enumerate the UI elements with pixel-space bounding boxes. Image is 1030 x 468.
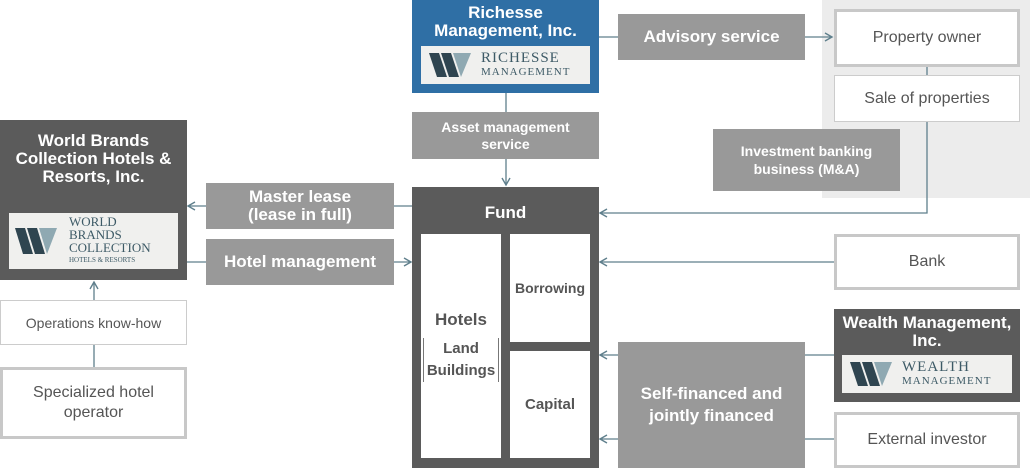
specialized-operator-box: Specialized hotel operator [0, 367, 187, 439]
fund-box: Fund Hotels Land Buildings Borrowing Cap… [412, 187, 599, 468]
wealth-logo-mark [850, 362, 892, 386]
wealth-title: Wealth Management, Inc. [842, 313, 1012, 350]
external-investor-box: External investor [834, 412, 1020, 468]
wealth-management-box: Wealth Management, Inc. WEALTH MANAGEMEN… [834, 309, 1020, 402]
richesse-logo-text-1: RICHESSE [481, 50, 560, 66]
richesse-title: Richesse Management, Inc. [434, 3, 577, 40]
arrow-sale-fund [598, 122, 928, 218]
bank-box: Bank [834, 234, 1020, 290]
asset-management-label: Asset management service [412, 112, 599, 159]
investment-banking-label: Investment banking business (M&A) [713, 129, 900, 191]
world-brands-logo-mark [15, 228, 57, 254]
borrowing-box: Borrowing [510, 234, 590, 342]
sale-of-properties-box: Sale of properties [834, 75, 1020, 122]
master-lease-label: Master lease (lease in full) [206, 183, 394, 229]
world-brands-logo-text-1: WORLD [69, 214, 117, 229]
capital-box: Capital [510, 351, 590, 458]
richesse-logo-text-2: MANAGEMENT [481, 66, 571, 78]
buildings-label: Buildings [426, 362, 496, 379]
world-brands-logo-text-4: HOTELS & RESORTS [69, 256, 136, 264]
wealth-logo-text-1: WEALTH [902, 359, 970, 375]
land-label: Land [443, 340, 479, 357]
richesse-management-box: Richesse Management, Inc. RICHESSE MANAG… [412, 0, 599, 93]
hotels-asset-box: Hotels Land Buildings [421, 234, 501, 458]
hotel-management-label: Hotel management [206, 239, 394, 285]
world-brands-title: World Brands Collection Hotels & Resorts… [15, 131, 172, 186]
world-brands-logo-text-2: BRANDS [69, 227, 122, 242]
world-brands-logo-text-3: COLLECTION [69, 240, 151, 255]
wealth-logo-text-2: MANAGEMENT [902, 375, 992, 387]
hotels-label: Hotels [435, 310, 487, 329]
fund-title: Fund [484, 203, 527, 222]
world-brands-logo: WORLD BRANDS COLLECTION HOTELS & RESORTS [9, 213, 178, 269]
land-buildings-bracket: Land Buildings [422, 338, 500, 382]
property-owner-box: Property owner [834, 9, 1020, 67]
richesse-logo: RICHESSE MANAGEMENT [421, 46, 590, 84]
operations-knowhow-box: Operations know-how [0, 300, 187, 345]
world-brands-box: World Brands Collection Hotels & Resorts… [0, 120, 187, 280]
richesse-logo-mark [429, 53, 471, 77]
self-financed-label: Self-financed and jointly financed [618, 342, 805, 468]
advisory-service-label: Advisory service [618, 14, 805, 60]
wealth-logo: WEALTH MANAGEMENT [842, 355, 1012, 393]
